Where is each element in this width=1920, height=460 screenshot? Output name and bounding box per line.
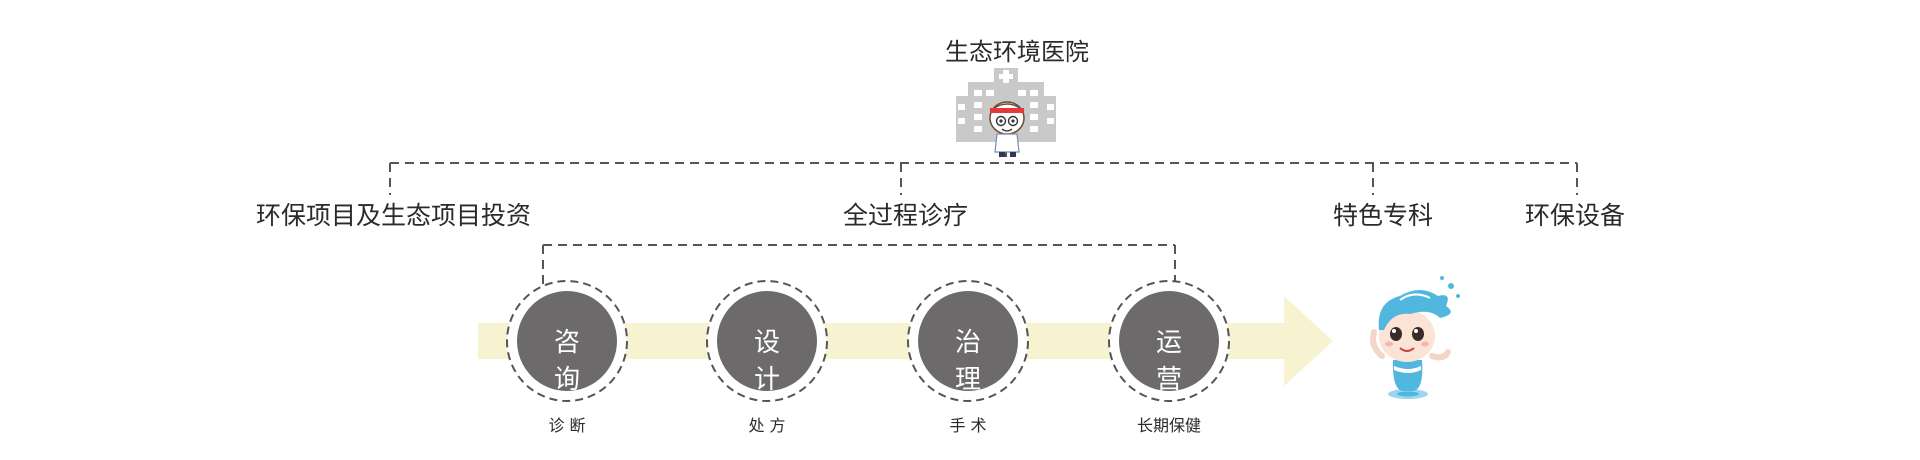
- stage-node-consult: [517, 291, 617, 391]
- hospital-mascot-icon: [956, 68, 1056, 157]
- stage-sub-prescription: 处 方: [748, 416, 786, 435]
- stage-sub-diagnosis: 诊 断: [548, 416, 586, 435]
- branch-investment: 环保项目及生态项目投资: [256, 201, 532, 230]
- stage-label-consult: 咨询: [553, 328, 598, 395]
- branch-full-process: 全过程诊疗: [843, 201, 969, 230]
- stage-sub-long-term-care: 长期保健: [1136, 416, 1201, 435]
- stage-sub-surgery: 手 术: [949, 416, 987, 435]
- stage-node-treat: [918, 291, 1018, 391]
- process-arrowhead: [1284, 296, 1333, 386]
- stage-node-operate: [1119, 291, 1219, 391]
- branch-specialty: 特色专科: [1333, 201, 1434, 230]
- water-drop-mascot-icon: [1370, 276, 1460, 399]
- top-connectors: [389, 148, 1578, 195]
- stage-nodes: [506, 280, 1230, 402]
- process-bracket: [542, 244, 1176, 289]
- stage-label-operate: 运营: [1155, 328, 1200, 395]
- stage-label-treat: 治理: [954, 328, 999, 395]
- stage-node-design: [717, 291, 817, 391]
- root-title: 生态环境医院: [945, 38, 1089, 66]
- stage-label-design: 设计: [753, 328, 798, 395]
- branch-equipment: 环保设备: [1525, 201, 1626, 230]
